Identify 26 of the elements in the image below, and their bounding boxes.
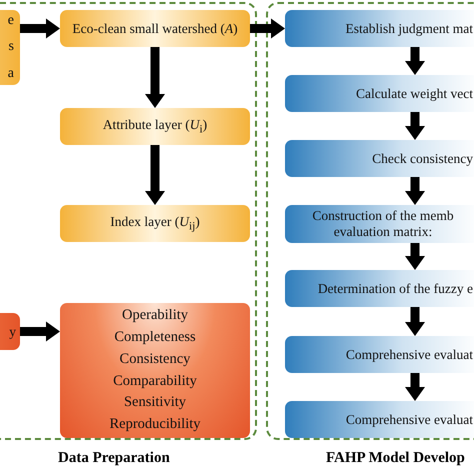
block-arrow (145, 145, 165, 205)
group-title: FAHP Model Develop (326, 450, 465, 467)
process-box: Attribute layer (U$_{i}$) (60, 108, 250, 145)
block-arrow (405, 47, 425, 75)
process-box: Calculate weight vect (285, 75, 474, 112)
criteria-box: Operability Completeness Consistency Comparability Sensitivity Reproducibility (60, 303, 250, 438)
process-box: y (0, 313, 20, 350)
process-box: Comprehensive evaluat (285, 401, 474, 438)
process-box: Establish judgment mat (285, 10, 474, 47)
block-arrow (405, 373, 425, 401)
block-arrow (250, 18, 285, 38)
block-arrow (405, 112, 425, 140)
group-title: Data Preparation (58, 450, 170, 467)
process-box: e s a (0, 10, 20, 85)
process-box: Comprehensive evaluat (285, 336, 474, 373)
process-box: Index layer (U$_{ij}$) (60, 205, 250, 242)
process-box: Eco-clean small watershed (A) (60, 10, 250, 47)
process-box: Construction of the memb evaluation matrix: (285, 205, 474, 243)
block-arrow (20, 18, 60, 38)
block-arrow (405, 307, 425, 336)
process-box: Determination of the fuzzy e (285, 270, 474, 307)
block-arrow (20, 322, 60, 342)
block-arrow (145, 47, 165, 108)
block-arrow (405, 177, 425, 205)
block-arrow (405, 243, 425, 270)
process-box: Check consistency (285, 140, 474, 177)
